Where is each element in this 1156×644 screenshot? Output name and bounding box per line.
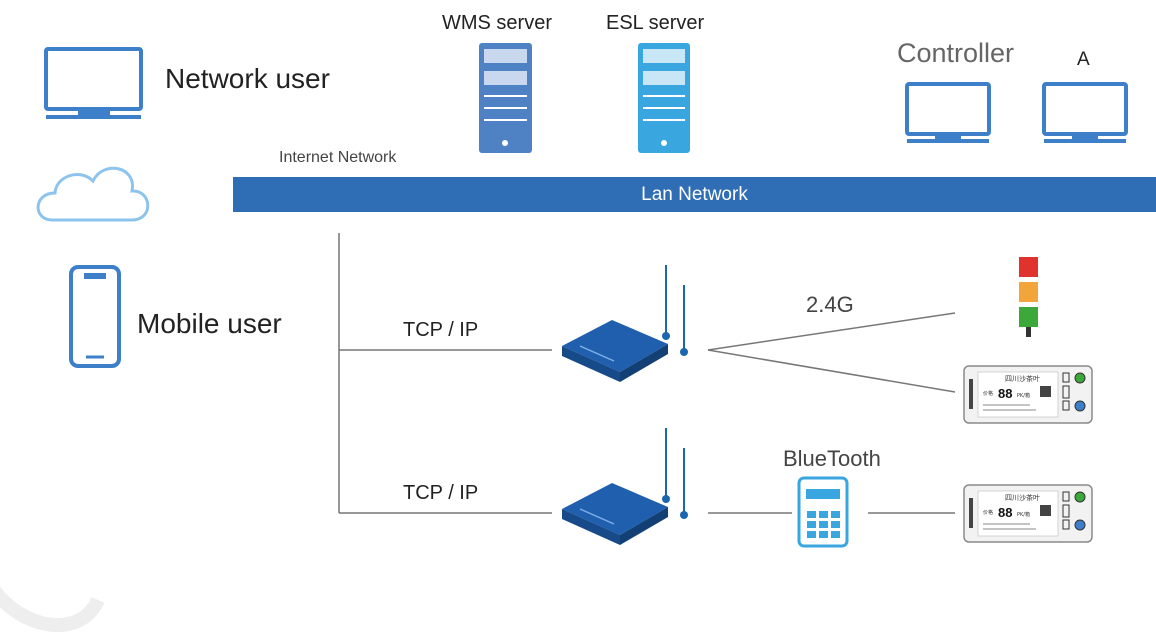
esl-tag-1: 四川沙茶叶 价格 88 PK/箱 — [963, 365, 1093, 424]
controller-a-label: A — [1077, 49, 1090, 70]
tcp-ip-label-2: TCP / IP — [403, 482, 479, 504]
bluetooth-handheld-icon — [797, 476, 849, 548]
network-user-monitor-icon — [44, 47, 143, 119]
esl-server-label: ESL server — [606, 12, 705, 34]
bluetooth-label: BlueTooth — [783, 446, 881, 471]
lan-network-label: Lan Network — [641, 184, 748, 205]
esl-tag-header: 四川沙茶叶 — [1005, 493, 1040, 502]
gateway-router-2-icon — [562, 428, 688, 545]
tcp-ip-label-1: TCP / IP — [403, 319, 479, 341]
corner-decoration — [0, 586, 105, 632]
signal-tower-light-icon — [1019, 257, 1038, 337]
wms-server-icon — [479, 43, 532, 153]
esl-tag-price: 88 — [998, 386, 1012, 401]
controller-monitor-icon — [905, 82, 991, 143]
esl-tag-unit: PK/箱 — [1017, 511, 1030, 518]
esl-server-icon — [638, 43, 690, 153]
network-user-label: Network user — [165, 63, 330, 94]
esl-tag-price: 88 — [998, 505, 1012, 520]
internet-network-label: Internet Network — [279, 149, 397, 166]
esl-tag-prefix: 价格 — [983, 509, 993, 516]
esl-tag-header: 四川沙茶叶 — [1005, 374, 1040, 383]
controller-a-monitor-icon — [1042, 82, 1128, 143]
gateway-router-1-icon — [562, 265, 688, 382]
esl-tag-prefix: 价格 — [983, 390, 993, 397]
esl-tag-unit: PK/箱 — [1017, 392, 1030, 399]
frequency-2-4g-label: 2.4G — [806, 292, 854, 317]
lan-network-bar: Lan Network — [233, 177, 1156, 212]
connection-lines — [338, 233, 956, 514]
mobile-phone-icon — [69, 265, 121, 368]
mobile-user-label: Mobile user — [137, 308, 282, 339]
esl-tag-2: 四川沙茶叶 价格 88 PK/箱 — [963, 484, 1093, 543]
cloud-icon — [36, 166, 150, 222]
wms-server-label: WMS server — [442, 12, 552, 34]
controller-label: Controller — [897, 38, 1015, 68]
